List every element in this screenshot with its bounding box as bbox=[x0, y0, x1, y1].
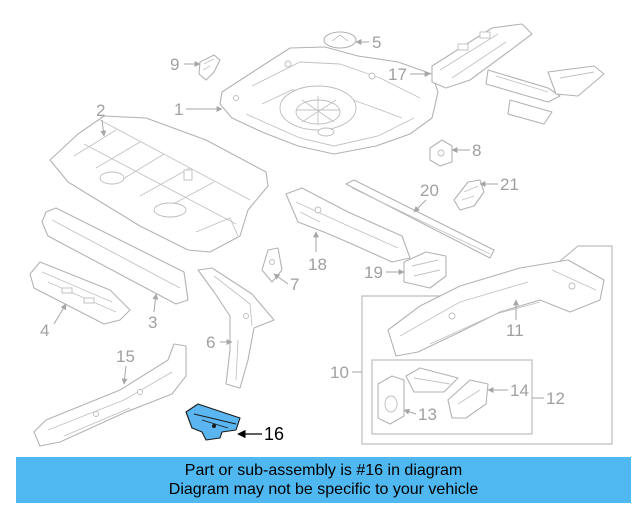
part-14-bracket bbox=[447, 379, 489, 419]
callout-16: 16 bbox=[237, 424, 284, 444]
callout-20: 20 bbox=[413, 181, 439, 213]
part-16-bracket-highlighted bbox=[185, 403, 241, 441]
svg-text:16: 16 bbox=[264, 424, 284, 444]
callout-19: 19 bbox=[364, 263, 405, 282]
part-4-reinforcement bbox=[29, 261, 131, 325]
part-13-plate bbox=[377, 375, 405, 425]
callout-18: 18 bbox=[308, 231, 327, 274]
part-20-long-rail bbox=[345, 179, 495, 259]
svg-text:21: 21 bbox=[500, 175, 519, 194]
part-11-wheelhouse bbox=[387, 259, 605, 357]
banner-line-1: Part or sub-assembly is #16 in diagram bbox=[184, 462, 463, 479]
parts-diagram: 1 2 3 4 5 6 7 8 9 10 11 12 bbox=[29, 23, 613, 447]
part-8-patch bbox=[429, 139, 453, 167]
banner-line-2: Diagram may not be specific to your vehi… bbox=[168, 481, 479, 498]
part-6-pillar bbox=[197, 267, 275, 389]
svg-text:1: 1 bbox=[174, 100, 183, 119]
svg-text:6: 6 bbox=[206, 333, 215, 352]
part-21-bracket bbox=[453, 179, 485, 211]
part-2-front-floor-pan bbox=[49, 115, 269, 253]
part-7-bracket bbox=[261, 247, 283, 283]
svg-text:8: 8 bbox=[472, 141, 481, 160]
callout-13: 13 bbox=[403, 405, 437, 424]
part-18-inner-member bbox=[285, 187, 411, 263]
part-15-side-rail bbox=[33, 343, 187, 447]
svg-text:9: 9 bbox=[170, 55, 179, 74]
callout-4: 4 bbox=[40, 303, 67, 340]
svg-text:7: 7 bbox=[290, 275, 299, 294]
svg-text:4: 4 bbox=[40, 321, 49, 340]
callout-15: 15 bbox=[116, 347, 135, 385]
svg-text:14: 14 bbox=[510, 381, 529, 400]
callout-17: 17 bbox=[388, 65, 431, 84]
svg-text:10: 10 bbox=[330, 363, 349, 382]
svg-text:17: 17 bbox=[388, 65, 407, 84]
svg-text:11: 11 bbox=[506, 321, 524, 340]
svg-text:18: 18 bbox=[308, 255, 327, 274]
part-12-channel bbox=[405, 367, 459, 393]
callout-2: 2 bbox=[96, 101, 107, 137]
callout-1: 1 bbox=[174, 100, 223, 119]
svg-text:13: 13 bbox=[418, 405, 437, 424]
callout-5: 5 bbox=[355, 33, 381, 52]
part-9-bracket bbox=[198, 54, 221, 81]
svg-text:12: 12 bbox=[546, 389, 565, 408]
part-1-rear-floor-pan bbox=[219, 46, 439, 155]
part-19-bracket bbox=[403, 251, 447, 289]
info-banner: Part or sub-assembly is #16 in diagram D… bbox=[16, 457, 631, 503]
svg-text:3: 3 bbox=[148, 313, 157, 332]
svg-text:19: 19 bbox=[364, 263, 383, 282]
part-5-plug bbox=[323, 31, 357, 49]
callout-8: 8 bbox=[451, 141, 481, 160]
svg-text:20: 20 bbox=[420, 181, 439, 200]
callout-12: 12 bbox=[532, 389, 565, 408]
callout-6: 6 bbox=[206, 333, 233, 352]
svg-text:5: 5 bbox=[372, 33, 381, 52]
callout-9: 9 bbox=[170, 55, 201, 74]
callout-3: 3 bbox=[148, 293, 159, 332]
callout-7: 7 bbox=[273, 273, 299, 294]
part-17-crossmember bbox=[431, 23, 605, 125]
callout-10: 10 bbox=[330, 363, 362, 382]
callout-11: 11 bbox=[506, 299, 524, 340]
svg-text:15: 15 bbox=[116, 347, 135, 366]
svg-text:2: 2 bbox=[96, 101, 105, 120]
callout-21: 21 bbox=[479, 175, 519, 194]
callout-14: 14 bbox=[487, 381, 529, 400]
part-3-side-member bbox=[41, 207, 189, 305]
